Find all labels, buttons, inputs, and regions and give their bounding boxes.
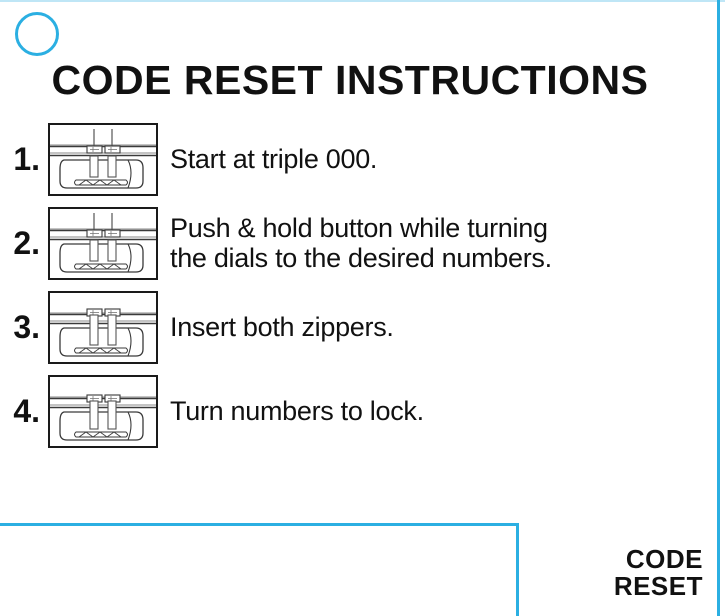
footer-rule-vertical: [516, 523, 519, 616]
brand-logo-line-2: RESET: [613, 571, 703, 602]
circle-outline-icon: [15, 12, 59, 56]
step-number: 4.: [13, 393, 40, 429]
step-text-line: Turn numbers to lock.: [170, 395, 424, 426]
list-item: 3.: [0, 286, 725, 368]
footer-rule: [0, 523, 519, 526]
luggage-lock-zippers-inserted-icon: [48, 290, 158, 364]
page-title: CODE RESET INSTRUCTIONS: [51, 57, 649, 103]
step-number: 2.: [13, 225, 40, 261]
brand-logo: CODE RESET: [613, 544, 703, 602]
step-text: Push & hold button while turning the dia…: [170, 213, 725, 273]
step-text: Start at triple 000.: [170, 144, 725, 174]
step-text-line: Push & hold button while turning: [170, 212, 548, 243]
step-number: 3.: [13, 309, 40, 345]
luggage-lock-zippers-locked-icon: [48, 374, 158, 448]
luggage-lock-zippers-up-icon: [48, 122, 158, 196]
step-number: 1.: [13, 141, 40, 177]
step-text: Turn numbers to lock.: [170, 396, 725, 426]
step-text-line: Start at triple 000.: [170, 143, 378, 174]
step-text: Insert both zippers.: [170, 312, 725, 342]
list-item: 1.: [0, 118, 725, 200]
step-text-line: the dials to the desired numbers.: [170, 243, 552, 273]
right-rule: [717, 0, 720, 616]
list-item: 2.: [0, 202, 725, 284]
brand-logo-line-1: CODE: [625, 544, 703, 574]
list-item: 4.: [0, 370, 725, 452]
top-rule: [0, 0, 725, 2]
step-text-line: Insert both zippers.: [170, 311, 394, 342]
steps-list: 1.: [0, 118, 725, 454]
luggage-lock-zippers-up-icon: [48, 206, 158, 280]
